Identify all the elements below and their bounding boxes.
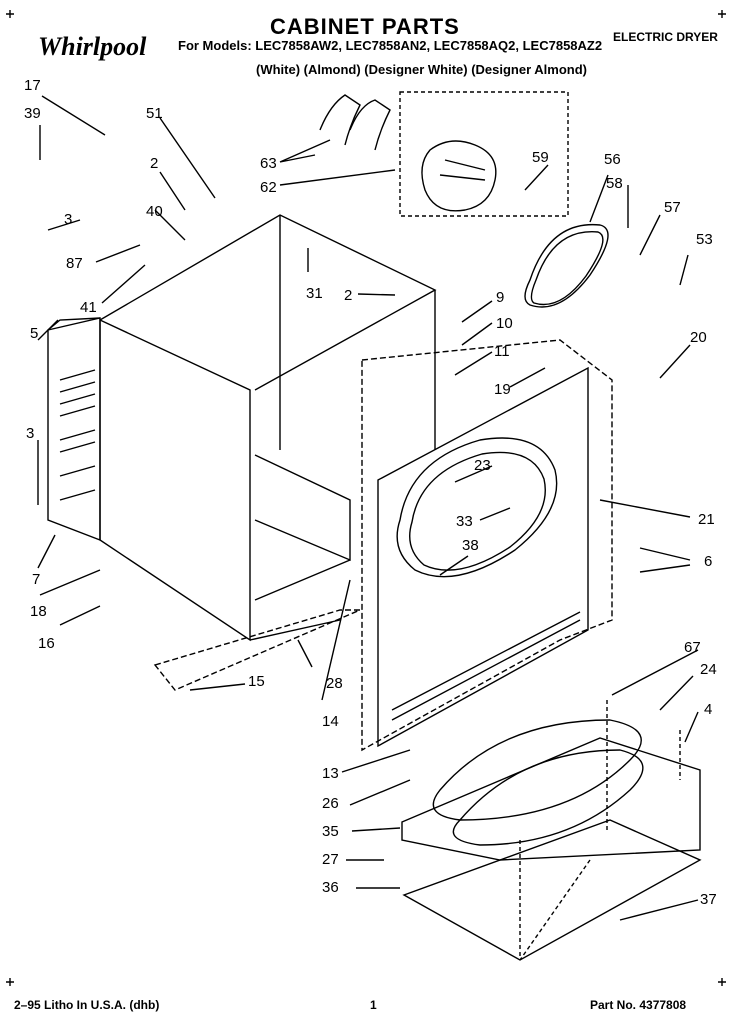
callout-label: 56 bbox=[604, 151, 621, 168]
callout-label: 13 bbox=[322, 765, 339, 782]
callout-label: 31 bbox=[306, 285, 323, 302]
callout-label: 87 bbox=[66, 255, 83, 272]
callout-label: 18 bbox=[30, 603, 47, 620]
callout-label: 58 bbox=[606, 175, 623, 192]
callout-label: 41 bbox=[80, 299, 97, 316]
callout-label: 17 bbox=[24, 77, 41, 94]
callout-label: 57 bbox=[664, 199, 681, 216]
callout-label: 6 bbox=[704, 553, 713, 570]
callout-label: 33 bbox=[456, 513, 473, 530]
callout-label: 16 bbox=[38, 635, 55, 652]
callout-label: 53 bbox=[696, 231, 713, 248]
model-list: For Models: LEC7858AW2, LEC7858AN2, LEC7… bbox=[178, 38, 603, 53]
page-title: CABINET PARTS bbox=[270, 14, 460, 39]
callout-label: 59 bbox=[532, 149, 549, 166]
callout-label: 9 bbox=[496, 289, 505, 306]
callout-label: 15 bbox=[248, 673, 265, 690]
product-type: ELECTRIC DRYER bbox=[613, 30, 718, 44]
callout-label: 40 bbox=[146, 203, 163, 220]
callout-label: 19 bbox=[494, 381, 511, 398]
callout-label: 23 bbox=[474, 457, 491, 474]
color-list: (White) (Almond) (Designer White) (Desig… bbox=[256, 62, 587, 77]
callout-label: 62 bbox=[260, 179, 277, 196]
callout-label: 20 bbox=[690, 329, 707, 346]
brand-logo: Whirlpool bbox=[38, 32, 147, 61]
callout-label: 36 bbox=[322, 879, 339, 896]
callout-label: 37 bbox=[700, 891, 717, 908]
callout-label: 63 bbox=[260, 155, 277, 172]
callout-label: 2 bbox=[344, 287, 353, 304]
callout-label: 35 bbox=[322, 823, 339, 840]
callout-label: 10 bbox=[496, 315, 513, 332]
callout-label: 14 bbox=[322, 713, 339, 730]
callout-label: 39 bbox=[24, 105, 41, 122]
callout-label: 21 bbox=[698, 511, 715, 528]
callout-label: 11 bbox=[494, 343, 510, 360]
callout-label: 38 bbox=[462, 537, 479, 554]
footer-part-number: Part No. 4377808 bbox=[590, 998, 687, 1012]
footer-page-number: 1 bbox=[370, 998, 377, 1012]
footer-litho: 2–95 Litho In U.S.A. (dhb) bbox=[14, 998, 160, 1012]
callout-label: 5 bbox=[30, 325, 39, 342]
callout-label: 3 bbox=[64, 211, 73, 228]
callout-label: 67 bbox=[684, 639, 701, 656]
callout-label: 27 bbox=[322, 851, 339, 868]
callout-label: 2 bbox=[150, 155, 159, 172]
callout-label: 3 bbox=[26, 425, 35, 442]
callout-label: 7 bbox=[32, 571, 41, 588]
callout-label: 28 bbox=[326, 675, 343, 692]
callout-label: 26 bbox=[322, 795, 339, 812]
callout-label: 4 bbox=[704, 701, 713, 718]
callout-label: 51 bbox=[146, 105, 163, 122]
callout-label: 24 bbox=[700, 661, 717, 678]
